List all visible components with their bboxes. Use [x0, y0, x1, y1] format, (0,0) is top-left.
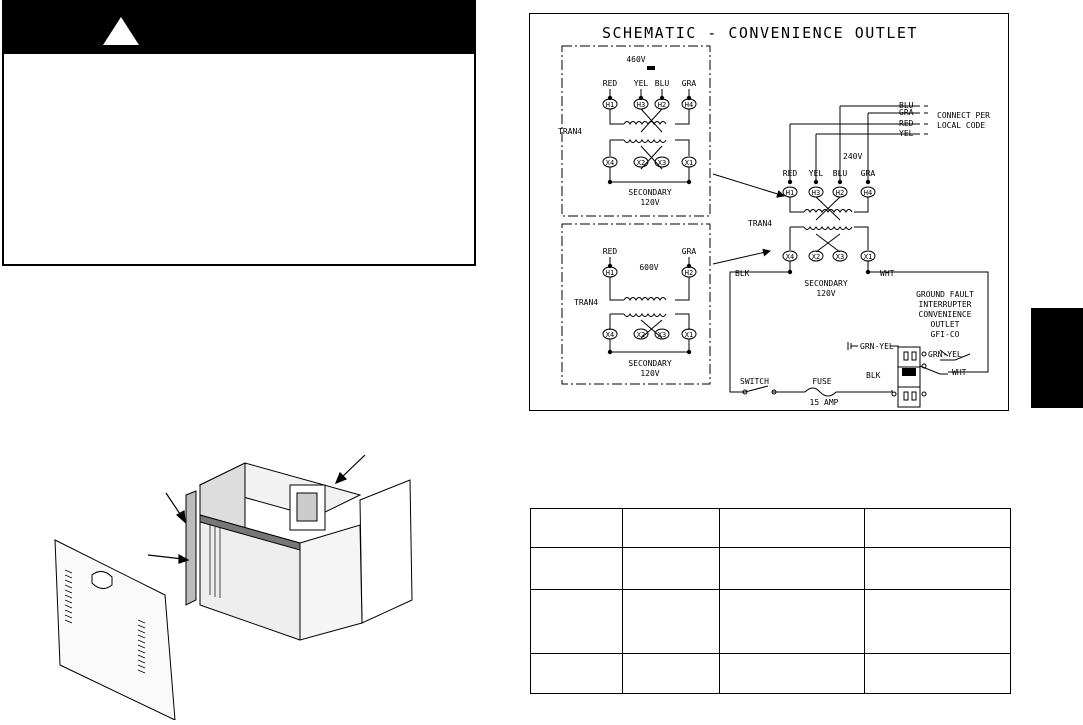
- svg-text:BLU: BLU: [833, 169, 848, 178]
- svg-text:X2: X2: [637, 331, 645, 339]
- table-cell: [864, 508, 1011, 548]
- block-460v: 460V RED YEL BLU GRA H1 H3 H2 H4 X4 X2 X…: [558, 45, 711, 217]
- svg-text:TRAN4: TRAN4: [574, 298, 598, 307]
- table-cell: [530, 653, 623, 694]
- svg-text:YEL: YEL: [809, 169, 824, 178]
- svg-text:GROUND FAULT: GROUND FAULT: [916, 290, 974, 299]
- svg-text:RED: RED: [783, 169, 798, 178]
- svg-text:X3: X3: [658, 331, 666, 339]
- svg-text:BLK: BLK: [735, 269, 750, 278]
- svg-text:H2: H2: [685, 269, 693, 277]
- fuse-rating: 15 AMP: [810, 398, 839, 407]
- svg-text:H3: H3: [812, 189, 820, 197]
- svg-text:RED: RED: [899, 119, 914, 128]
- table-cell: [864, 547, 1011, 590]
- table-cell: [719, 547, 865, 590]
- svg-text:120V: 120V: [640, 369, 659, 378]
- svg-text:H1: H1: [786, 189, 794, 197]
- wire-yel-label: YEL: [634, 79, 649, 88]
- svg-text:LOCAL CODE: LOCAL CODE: [937, 121, 985, 130]
- block-600v: RED GRA 600V H1 H2 X4 X2 X3 X1 TRAN4 SEC…: [561, 223, 711, 385]
- svg-text:GRA: GRA: [899, 108, 914, 117]
- svg-text:H1: H1: [606, 101, 614, 109]
- table-cell: [864, 589, 1011, 654]
- spec-table: [530, 508, 1011, 694]
- table-cell: [622, 653, 720, 694]
- svg-text:SECONDARY: SECONDARY: [804, 279, 848, 288]
- table-cell: [622, 508, 720, 548]
- unit-cabinet-illustration: [50, 455, 420, 720]
- table-cell: [719, 589, 865, 654]
- connect-note: CONNECT PER: [937, 111, 990, 120]
- svg-text:X1: X1: [685, 159, 693, 167]
- warning-header: [4, 2, 474, 54]
- svg-text:SECONDARY: SECONDARY: [628, 359, 672, 368]
- svg-text:GRA: GRA: [682, 247, 697, 256]
- svg-text:H4: H4: [685, 101, 693, 109]
- svg-text:X2: X2: [637, 159, 645, 167]
- wire-gra-label: GRA: [682, 79, 697, 88]
- switch-label: SWITCH: [740, 377, 769, 386]
- svg-text:TRAN4: TRAN4: [748, 219, 772, 228]
- block-240v: BLU GRA RED YEL CONNECT PER LOCAL CODE 2…: [729, 101, 990, 408]
- svg-text:WHT: WHT: [880, 269, 895, 278]
- svg-text:CONVENIENCE: CONVENIENCE: [919, 310, 972, 319]
- svg-text:OUTLET: OUTLET: [931, 320, 960, 329]
- svg-text:BLK: BLK: [866, 371, 881, 380]
- table-cell: [864, 653, 1011, 694]
- tran4-label: TRAN4: [558, 127, 582, 136]
- svg-text:SECONDARY: SECONDARY: [628, 188, 672, 197]
- svg-text:GFI-CO: GFI-CO: [931, 330, 960, 339]
- schematic-convenience-outlet: SCHEMATIC - CONVENIENCE OUTLET 460V RED …: [529, 13, 1009, 411]
- table-cell: [622, 589, 720, 654]
- svg-text:X1: X1: [864, 253, 872, 261]
- voltage-600-label: 600V: [639, 263, 658, 272]
- table-cell: [622, 547, 720, 590]
- wire-blu-label: BLU: [655, 79, 670, 88]
- svg-text:X3: X3: [658, 159, 666, 167]
- svg-text:H2: H2: [658, 101, 666, 109]
- voltage-240-label: 240V: [843, 152, 862, 161]
- svg-text:GRA: GRA: [861, 169, 876, 178]
- svg-text:YEL: YEL: [899, 129, 914, 138]
- warning-triangle-icon: [103, 17, 139, 45]
- table-cell: [530, 547, 623, 590]
- table-cell: [530, 589, 623, 654]
- svg-text:GRN-YEL: GRN-YEL: [860, 342, 894, 351]
- svg-text:X4: X4: [786, 253, 794, 261]
- svg-text:X3: X3: [836, 253, 844, 261]
- table-cell: [530, 508, 623, 548]
- warning-box: [2, 0, 476, 266]
- svg-text:H2: H2: [836, 189, 844, 197]
- section-tab: [1031, 308, 1083, 408]
- svg-text:H3: H3: [637, 101, 645, 109]
- svg-text:X4: X4: [606, 331, 614, 339]
- svg-text:RED: RED: [603, 247, 618, 256]
- svg-text:X2: X2: [812, 253, 820, 261]
- schematic-title: SCHEMATIC - CONVENIENCE OUTLET: [602, 24, 918, 42]
- svg-text:H4: H4: [864, 189, 872, 197]
- table-cell: [719, 653, 865, 694]
- table-cell: [719, 508, 865, 548]
- voltage-460-label: 460V: [626, 55, 645, 64]
- svg-text:X4: X4: [606, 159, 614, 167]
- svg-text:H1: H1: [606, 269, 614, 277]
- svg-text:120V: 120V: [640, 198, 659, 207]
- svg-text:120V: 120V: [816, 289, 835, 298]
- fuse-label: FUSE: [812, 377, 831, 386]
- svg-text:WHT: WHT: [952, 368, 967, 377]
- wire-red-label: RED: [603, 79, 618, 88]
- svg-text:X1: X1: [685, 331, 693, 339]
- svg-text:INTERRUPTER: INTERRUPTER: [919, 300, 972, 309]
- svg-text:GRN-YEL: GRN-YEL: [928, 350, 962, 359]
- svg-text:BLU: BLU: [899, 101, 914, 110]
